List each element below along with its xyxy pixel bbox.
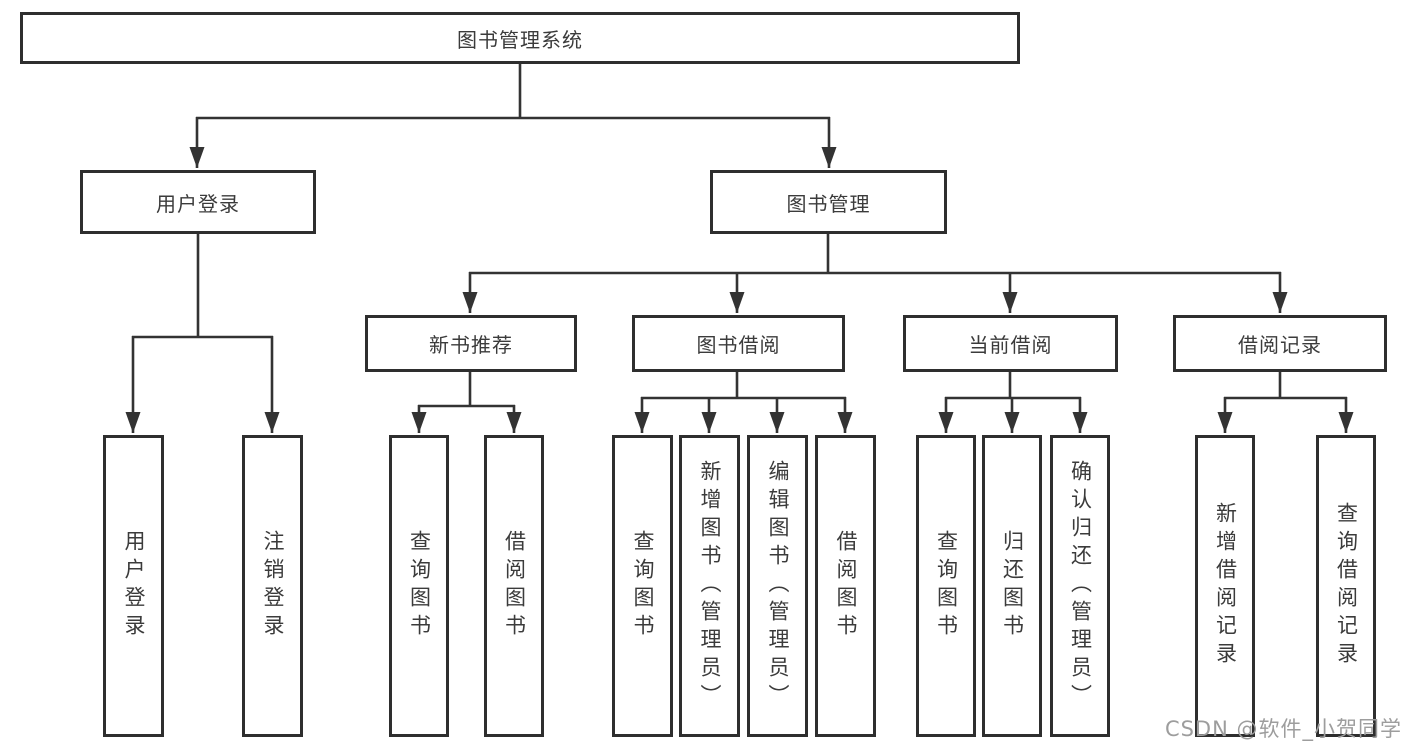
csdn-watermark: CSDN @软件_小贺同学 xyxy=(1164,717,1402,741)
leaf-confirm-return-admin: 确认归还（管理员） xyxy=(1050,435,1110,737)
leaf-user-login: 用户登录 xyxy=(103,435,164,737)
leaf-label: 借阅图书 xyxy=(502,530,527,642)
node-new-book-recommendation: 新书推荐 xyxy=(365,315,577,372)
leaf-borrow-books-newbook: 借阅图书 xyxy=(484,435,544,737)
leaf-label: 确认归还（管理员） xyxy=(1068,460,1093,712)
leaf-query-borrow-record: 查询借阅记录 xyxy=(1316,435,1376,737)
leaf-add-borrow-record: 新增借阅记录 xyxy=(1195,435,1255,737)
node-book-borrowing: 图书借阅 xyxy=(632,315,845,372)
leaf-label: 归还图书 xyxy=(1000,530,1025,642)
node-label: 借阅记录 xyxy=(1238,333,1322,357)
leaf-query-books-current: 查询图书 xyxy=(916,435,976,737)
node-label: 用户登录 xyxy=(156,191,240,216)
node-current-borrowing: 当前借阅 xyxy=(903,315,1118,372)
node-borrowing-records: 借阅记录 xyxy=(1173,315,1387,372)
leaf-query-books-newbook: 查询图书 xyxy=(389,435,449,737)
leaf-return-books: 归还图书 xyxy=(982,435,1042,737)
leaf-add-books-admin: 新增图书（管理员） xyxy=(679,435,740,737)
leaf-borrow-books-borrowing: 借阅图书 xyxy=(815,435,876,737)
leaf-label: 借阅图书 xyxy=(834,530,858,642)
leaf-label: 注销登录 xyxy=(261,530,285,642)
node-label: 图书借阅 xyxy=(696,333,781,357)
leaf-label: 用户登录 xyxy=(122,530,146,642)
leaf-label: 查询图书 xyxy=(407,530,432,642)
node-label: 新书推荐 xyxy=(429,333,513,357)
node-label: 当前借阅 xyxy=(968,333,1053,357)
leaf-label: 查询借阅记录 xyxy=(1334,502,1359,670)
leaf-label: 查询图书 xyxy=(934,530,959,642)
leaf-label: 查询图书 xyxy=(631,530,655,642)
leaf-label: 编辑图书（管理员） xyxy=(766,460,790,712)
node-label: 图书管理系统 xyxy=(457,27,583,52)
node-label: 图书管理 xyxy=(786,191,871,216)
leaf-query-books-borrowing: 查询图书 xyxy=(612,435,673,737)
leaf-logout: 注销登录 xyxy=(242,435,303,737)
node-library-management-system: 图书管理系统 xyxy=(20,12,1020,64)
leaf-label: 新增借阅记录 xyxy=(1213,502,1238,670)
leaf-edit-books-admin: 编辑图书（管理员） xyxy=(747,435,808,737)
node-user-login: 用户登录 xyxy=(80,170,316,234)
node-book-management: 图书管理 xyxy=(710,170,947,234)
leaf-label: 新增图书（管理员） xyxy=(698,460,722,712)
